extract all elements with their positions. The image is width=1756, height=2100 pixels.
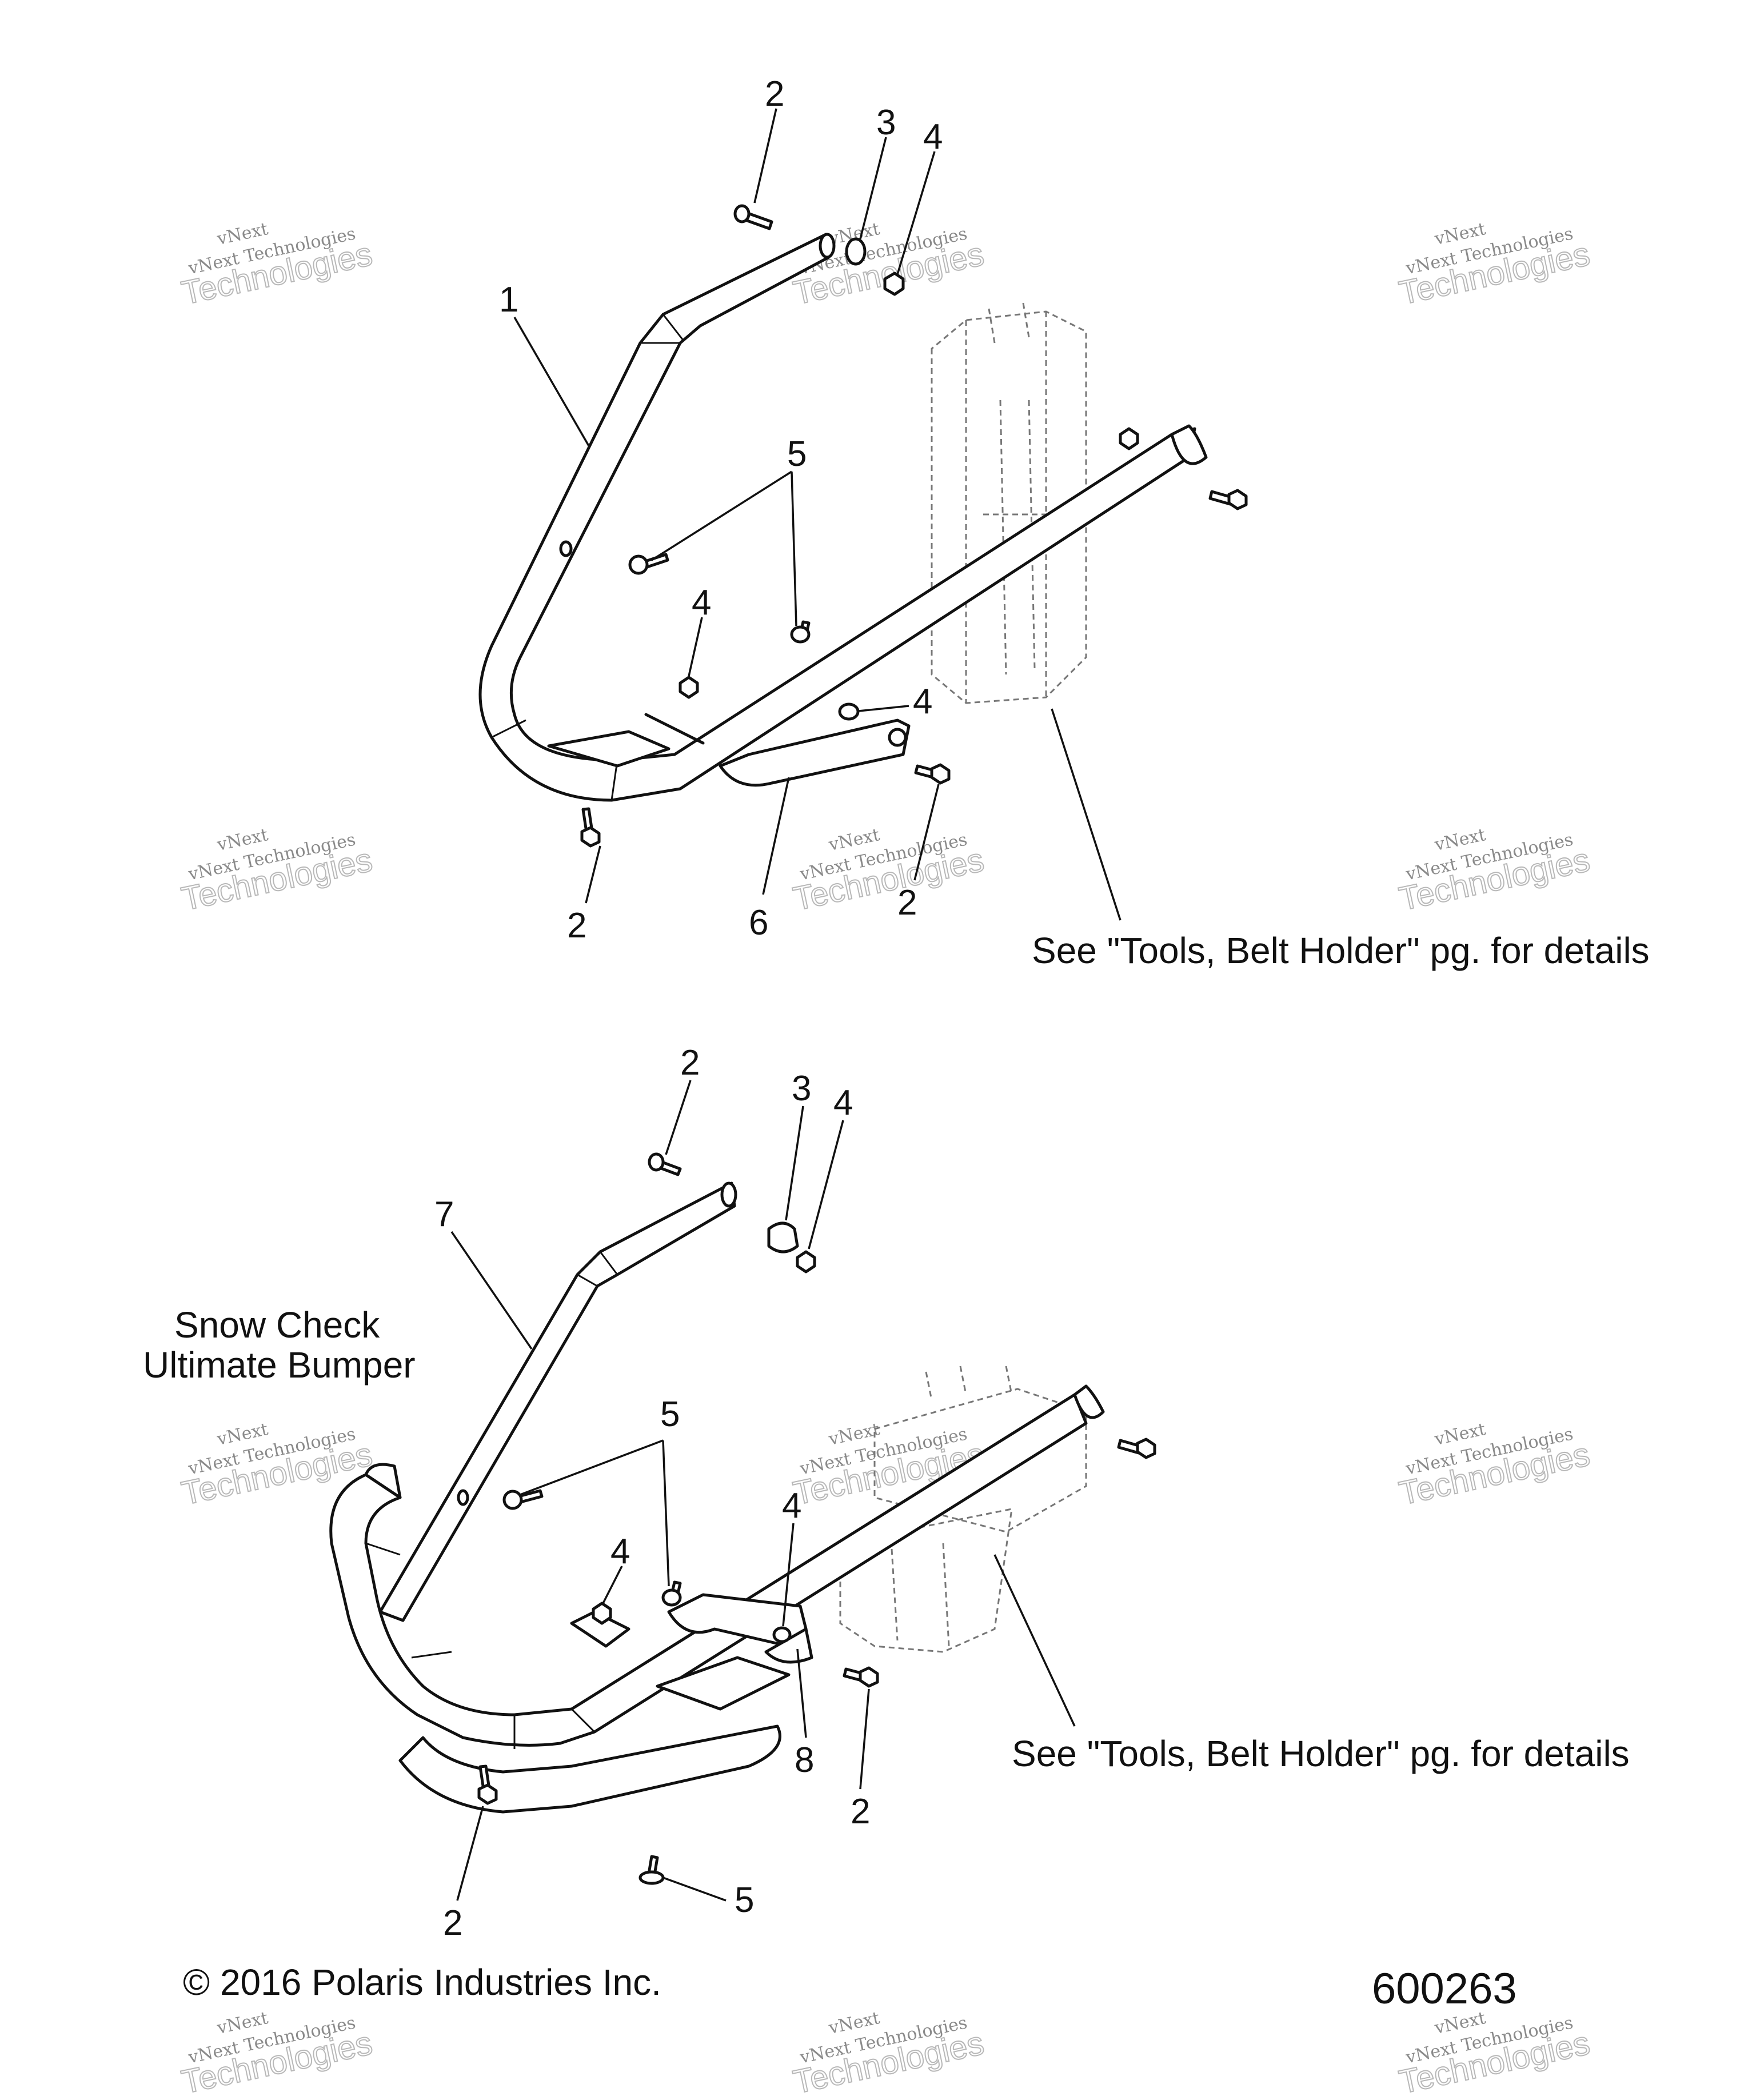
bumper-brace-6: [719, 718, 911, 787]
clip-top: [644, 713, 705, 745]
top-view: 2 3 4 1 5 4 4 2 6 2 See "Tools, Belt Hol…: [478, 74, 1650, 971]
copyright-text: © 2016 Polaris Industries Inc.: [183, 1962, 661, 2003]
callout-4: 4: [692, 583, 711, 622]
watermark: vNext vNext Technologies Technologies: [178, 825, 376, 918]
callout-2: 2: [567, 906, 586, 945]
leader-lines-top: [513, 108, 1122, 921]
callout-3: 3: [792, 1069, 811, 1108]
watermark: vNext vNext Technologies Technologies: [178, 219, 376, 312]
bracket-bottom: [570, 1610, 630, 1648]
snow-check-hoop-7: [378, 1181, 737, 1622]
callout-5: 5: [787, 434, 807, 474]
callout-2: 2: [765, 74, 784, 114]
watermark: vNext vNext Technologies Technologies: [1395, 219, 1594, 312]
watermarks: vNext vNext Technologies Technologies vN…: [178, 219, 1594, 2100]
watermark: vNext vNext Technologies Technologies: [1395, 825, 1594, 918]
callout-4: 4: [913, 682, 932, 721]
callout-2: 2: [897, 883, 917, 923]
snow-check-label-line1: Snow Check: [174, 1304, 380, 1346]
callout-3: 3: [876, 103, 896, 142]
snow-check-label-line2: Ultimate Bumper: [143, 1344, 416, 1386]
callout-4: 4: [610, 1532, 630, 1571]
belt-holder-bottom: [839, 1366, 1087, 1653]
callout-2: 2: [680, 1043, 700, 1083]
callout-6: 6: [749, 903, 768, 943]
leader-lines-bottom: [450, 1080, 1076, 1902]
front-bumper-hoop: [478, 233, 1208, 802]
callout-8: 8: [795, 1740, 814, 1780]
callout-5: 5: [660, 1395, 680, 1434]
skid-plate-bottom: [656, 1656, 791, 1711]
callout-2: 2: [443, 1903, 462, 1943]
bottom-view: 2 3 4 7 5 4 4 8 2 2 5 Snow Check Ultimat…: [143, 1043, 1630, 1943]
figure-id: 600263: [1372, 1965, 1517, 2013]
belt-holder-note-top: See "Tools, Belt Holder" pg. for details: [1032, 930, 1650, 971]
callout-1: 1: [499, 280, 518, 320]
fasteners-bottom: [477, 1152, 1156, 1885]
skid-plate-top: [547, 730, 671, 768]
callout-4: 4: [923, 117, 943, 157]
belt-holder-note-bottom: See "Tools, Belt Holder" pg. for details: [1012, 1733, 1630, 1774]
watermark: vNext vNext Technologies Technologies: [1395, 1419, 1594, 1512]
callout-5: 5: [735, 1881, 754, 1920]
watermark: vNext vNext Technologies Technologies: [789, 2008, 988, 2100]
bumper-brace-8: [667, 1593, 813, 1664]
callout-4: 4: [782, 1486, 801, 1526]
callout-7: 7: [434, 1195, 454, 1234]
callout-4: 4: [833, 1083, 853, 1123]
callout-2: 2: [851, 1792, 870, 1831]
watermark: vNext vNext Technologies Technologies: [789, 825, 988, 918]
watermark: vNext vNext Technologies Technologies: [178, 2008, 376, 2100]
belt-holder-top: [931, 302, 1087, 704]
